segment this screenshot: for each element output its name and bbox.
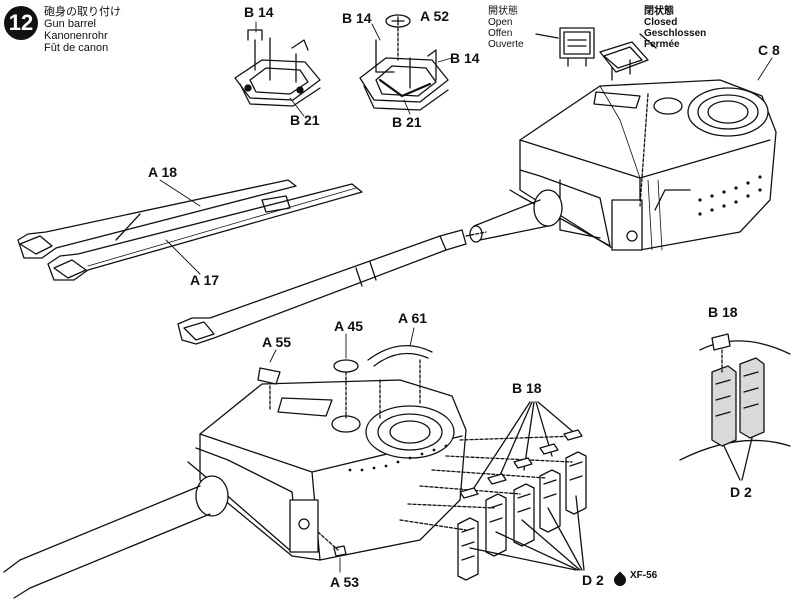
title-german: Kanonenrohr — [44, 30, 108, 42]
step-title-block: 砲身の取り付け Gun barrel Kanonenrohr Fût de ca… — [44, 6, 121, 54]
label-d2-main: D 2 — [582, 572, 604, 588]
hatch-closed-note: 閉状態 Closed Geschlossen Fermée — [644, 6, 706, 50]
label-b21-left: B 21 — [290, 112, 320, 128]
barrel-halves — [17, 179, 363, 281]
hatch-open-fr: Ouverte — [488, 39, 524, 50]
hatch-closed-jp: 閉状態 — [644, 6, 674, 17]
label-c8: C 8 — [758, 42, 780, 58]
paint-code-label: XF-56 — [630, 570, 658, 581]
title-english: Gun barrel — [44, 18, 96, 30]
step-number-badge: 12 — [4, 6, 38, 40]
assembled-barrel — [177, 229, 487, 345]
label-a55: A 55 — [262, 334, 292, 350]
label-b14-left: B 14 — [244, 4, 274, 20]
label-a18: A 18 — [148, 164, 178, 180]
label-b18-main: B 18 — [512, 380, 542, 396]
label-b14-right: B 14 — [450, 50, 480, 66]
hatch-detail-left — [234, 29, 321, 107]
title-french: Fût de canon — [44, 42, 109, 54]
label-b18-inset: B 18 — [708, 304, 738, 320]
label-a52: A 52 — [420, 8, 450, 24]
label-a53: A 53 — [330, 574, 360, 590]
hatch-open-note: 開状態 Open Offen Ouverte — [488, 6, 524, 50]
label-b14-mid: B 14 — [342, 10, 372, 26]
lower-turret — [3, 345, 467, 599]
spare-track-links — [399, 401, 587, 581]
hatch-closed-en: Closed — [644, 17, 678, 28]
inset-track-detail — [679, 330, 791, 481]
label-d2-inset: D 2 — [730, 484, 752, 500]
hatch-closed-de: Geschlossen — [644, 28, 707, 39]
hatch-open-jp: 開状態 — [488, 6, 518, 17]
hatch-detail-right — [359, 14, 449, 111]
label-a17: A 17 — [190, 272, 220, 288]
hatch-open-en: Open — [488, 17, 513, 28]
label-b21-right: B 21 — [392, 114, 422, 130]
upper-turret — [469, 79, 777, 251]
label-a45: A 45 — [334, 318, 364, 334]
hatch-closed-fr: Fermée — [644, 39, 680, 50]
hatch-open-closed-detail — [535, 27, 657, 81]
leader-lines — [159, 21, 773, 573]
title-japanese: 砲身の取り付け — [44, 6, 121, 18]
hatch-open-de: Offen — [488, 28, 513, 39]
label-a61: A 61 — [398, 310, 428, 326]
